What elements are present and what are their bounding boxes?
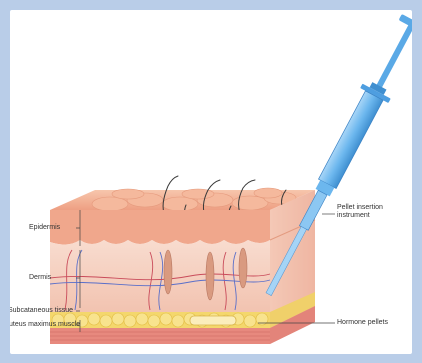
label-hormone-pellets: Hormone pellets xyxy=(337,319,388,327)
label-epidermis: Epidermis xyxy=(29,224,60,232)
label-gluteus: Gluteus maximus muscle xyxy=(10,321,80,329)
label-instrument-line2: instrument xyxy=(337,212,370,220)
skin-diagram xyxy=(10,10,412,354)
label-subcutaneous: Subcataneous tissue xyxy=(10,307,73,315)
dermis-layer xyxy=(50,240,270,312)
label-instrument-line1: Pellet insertion xyxy=(337,204,383,212)
hormone-pellet xyxy=(190,316,236,325)
diagram-panel: Epidermis Dermis Subcataneous tissue Glu… xyxy=(10,10,412,354)
label-dermis: Dermis xyxy=(29,274,51,282)
epidermis-layer xyxy=(50,210,270,245)
